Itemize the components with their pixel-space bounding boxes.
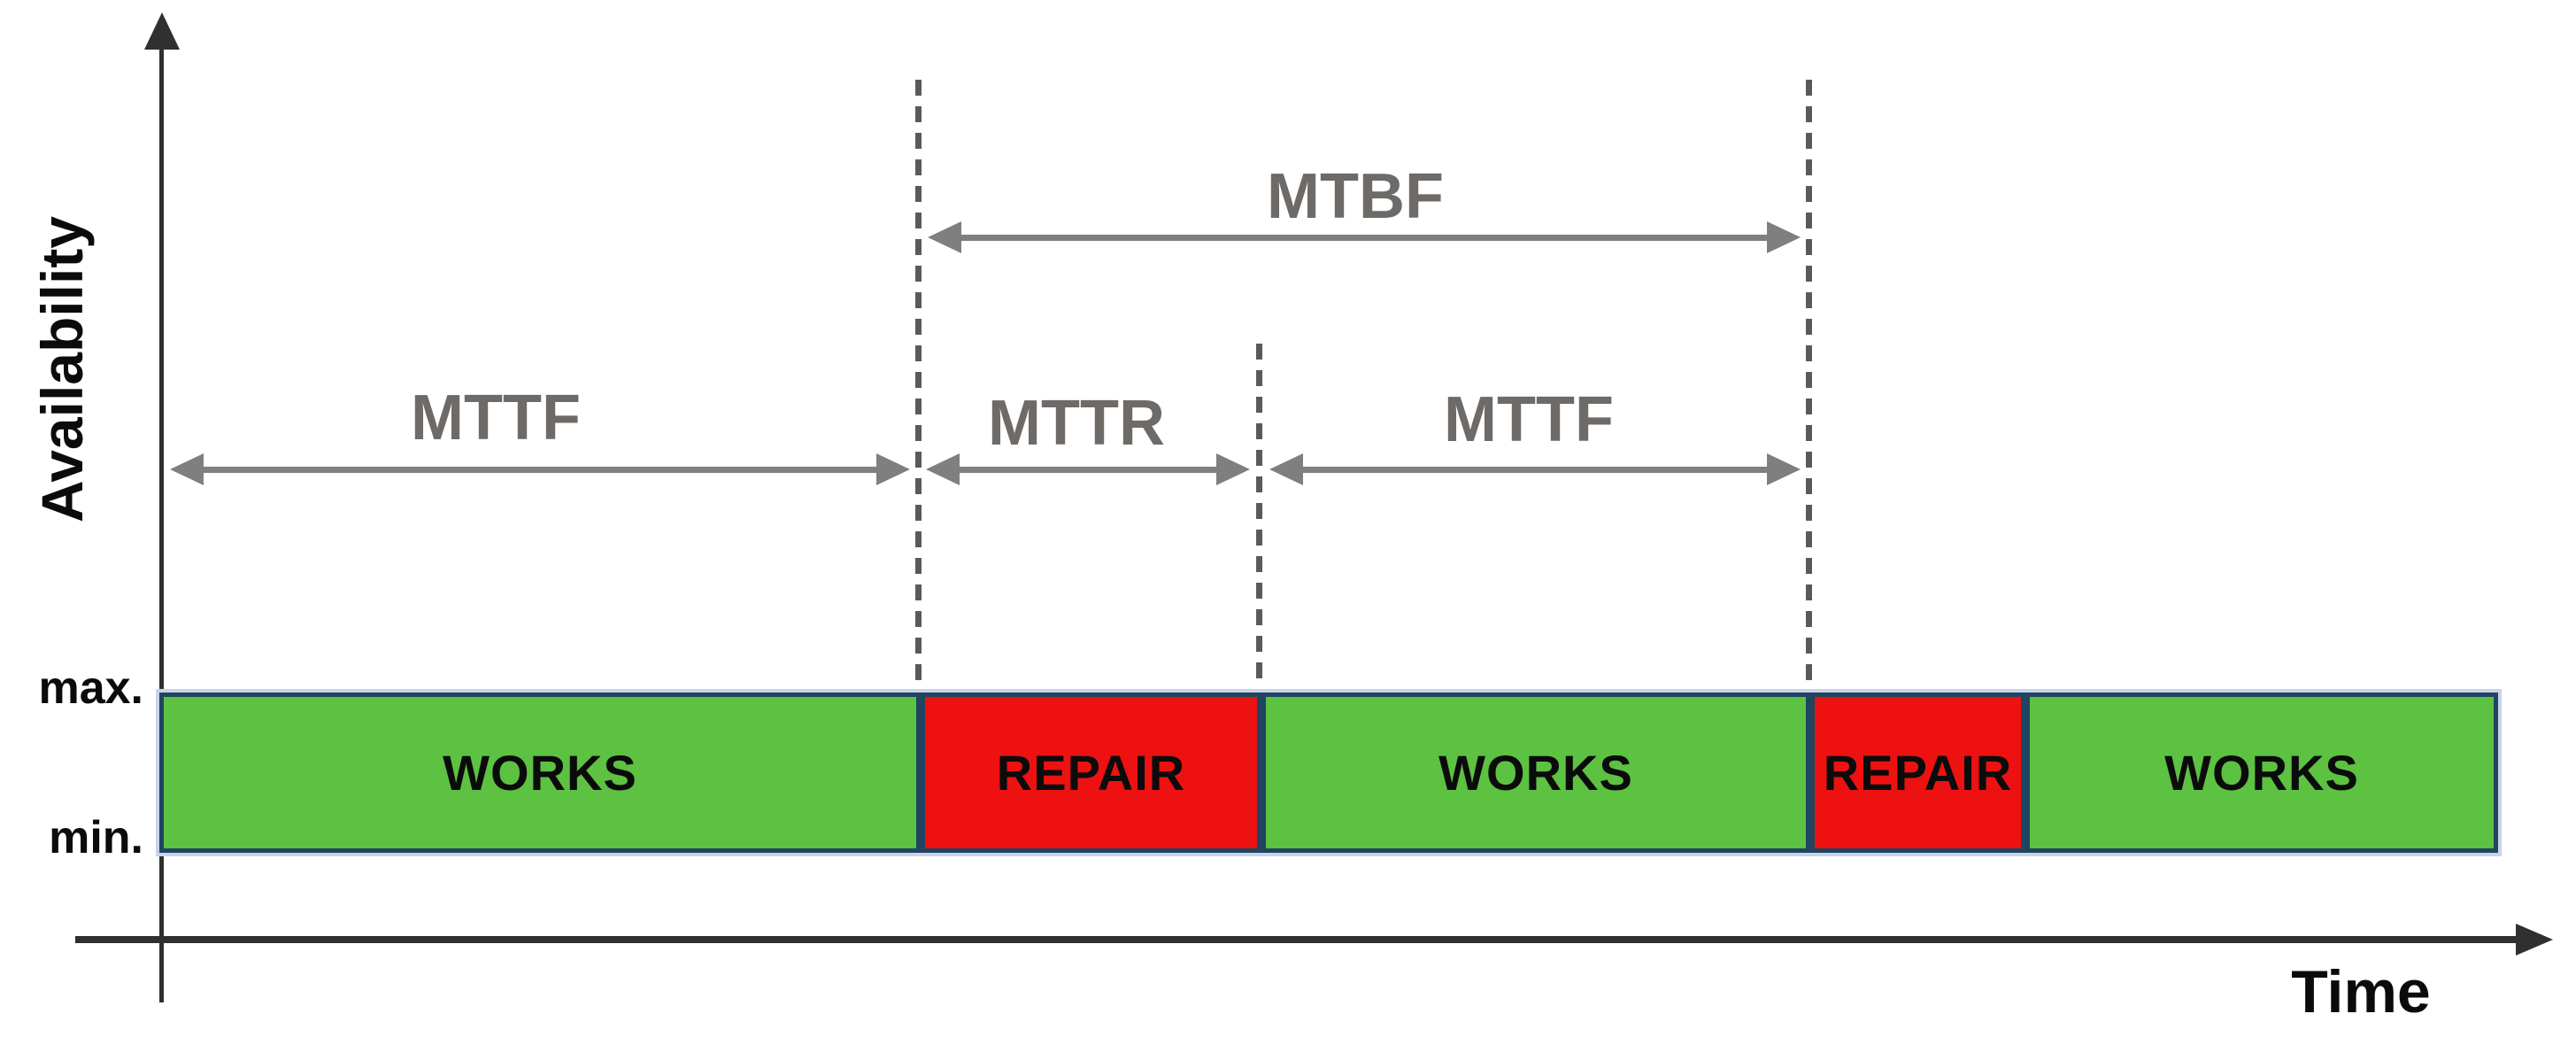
timeline-segment-works-3: WORKS <box>2025 693 2498 853</box>
x-axis-title: Time <box>2291 958 2431 1025</box>
y-tick-min: min. <box>49 812 143 863</box>
arrow-line <box>1296 467 1774 473</box>
arrow-line <box>954 235 1774 241</box>
timeline-segment-works-2: WORKS <box>1261 693 1810 853</box>
arrow-right-head-icon <box>876 453 910 485</box>
mttf-label-2: MTTF <box>1444 384 1614 455</box>
arrow-right-head-icon <box>1767 453 1801 485</box>
timeline-segment-repair-2: REPAIR <box>1810 693 2025 853</box>
y-axis-title: Availability <box>29 215 95 523</box>
dashed-line-failure-1 <box>915 80 922 693</box>
mttf-label-1: MTTF <box>411 383 581 453</box>
arrow-line <box>197 467 883 473</box>
arrow-line <box>953 467 1223 473</box>
mtbf-arrow <box>928 221 1801 253</box>
y-axis-line <box>159 35 164 1002</box>
dashed-line-failure-2 <box>1806 80 1812 693</box>
mttr-label: MTTR <box>988 388 1165 459</box>
timeline-segment-works-1: WORKS <box>159 693 921 853</box>
arrow-right-head-icon <box>1767 221 1801 253</box>
mtbf-label: MTBF <box>1267 161 1444 232</box>
dashed-line-repaired-1 <box>1256 344 1262 693</box>
x-axis-arrowhead-icon <box>2516 924 2553 956</box>
availability-timeline-bar: WORKS REPAIR WORKS REPAIR WORKS <box>159 693 2498 853</box>
arrow-right-head-icon <box>1216 453 1250 485</box>
timeline-segment-repair-1: REPAIR <box>921 693 1261 853</box>
y-axis-arrowhead-icon <box>144 12 180 50</box>
y-tick-max: max. <box>38 662 143 714</box>
x-axis-line <box>75 936 2520 943</box>
mttr-arrow <box>926 453 1250 485</box>
mttf-arrow-2 <box>1269 453 1801 485</box>
mttf-arrow-1 <box>170 453 910 485</box>
